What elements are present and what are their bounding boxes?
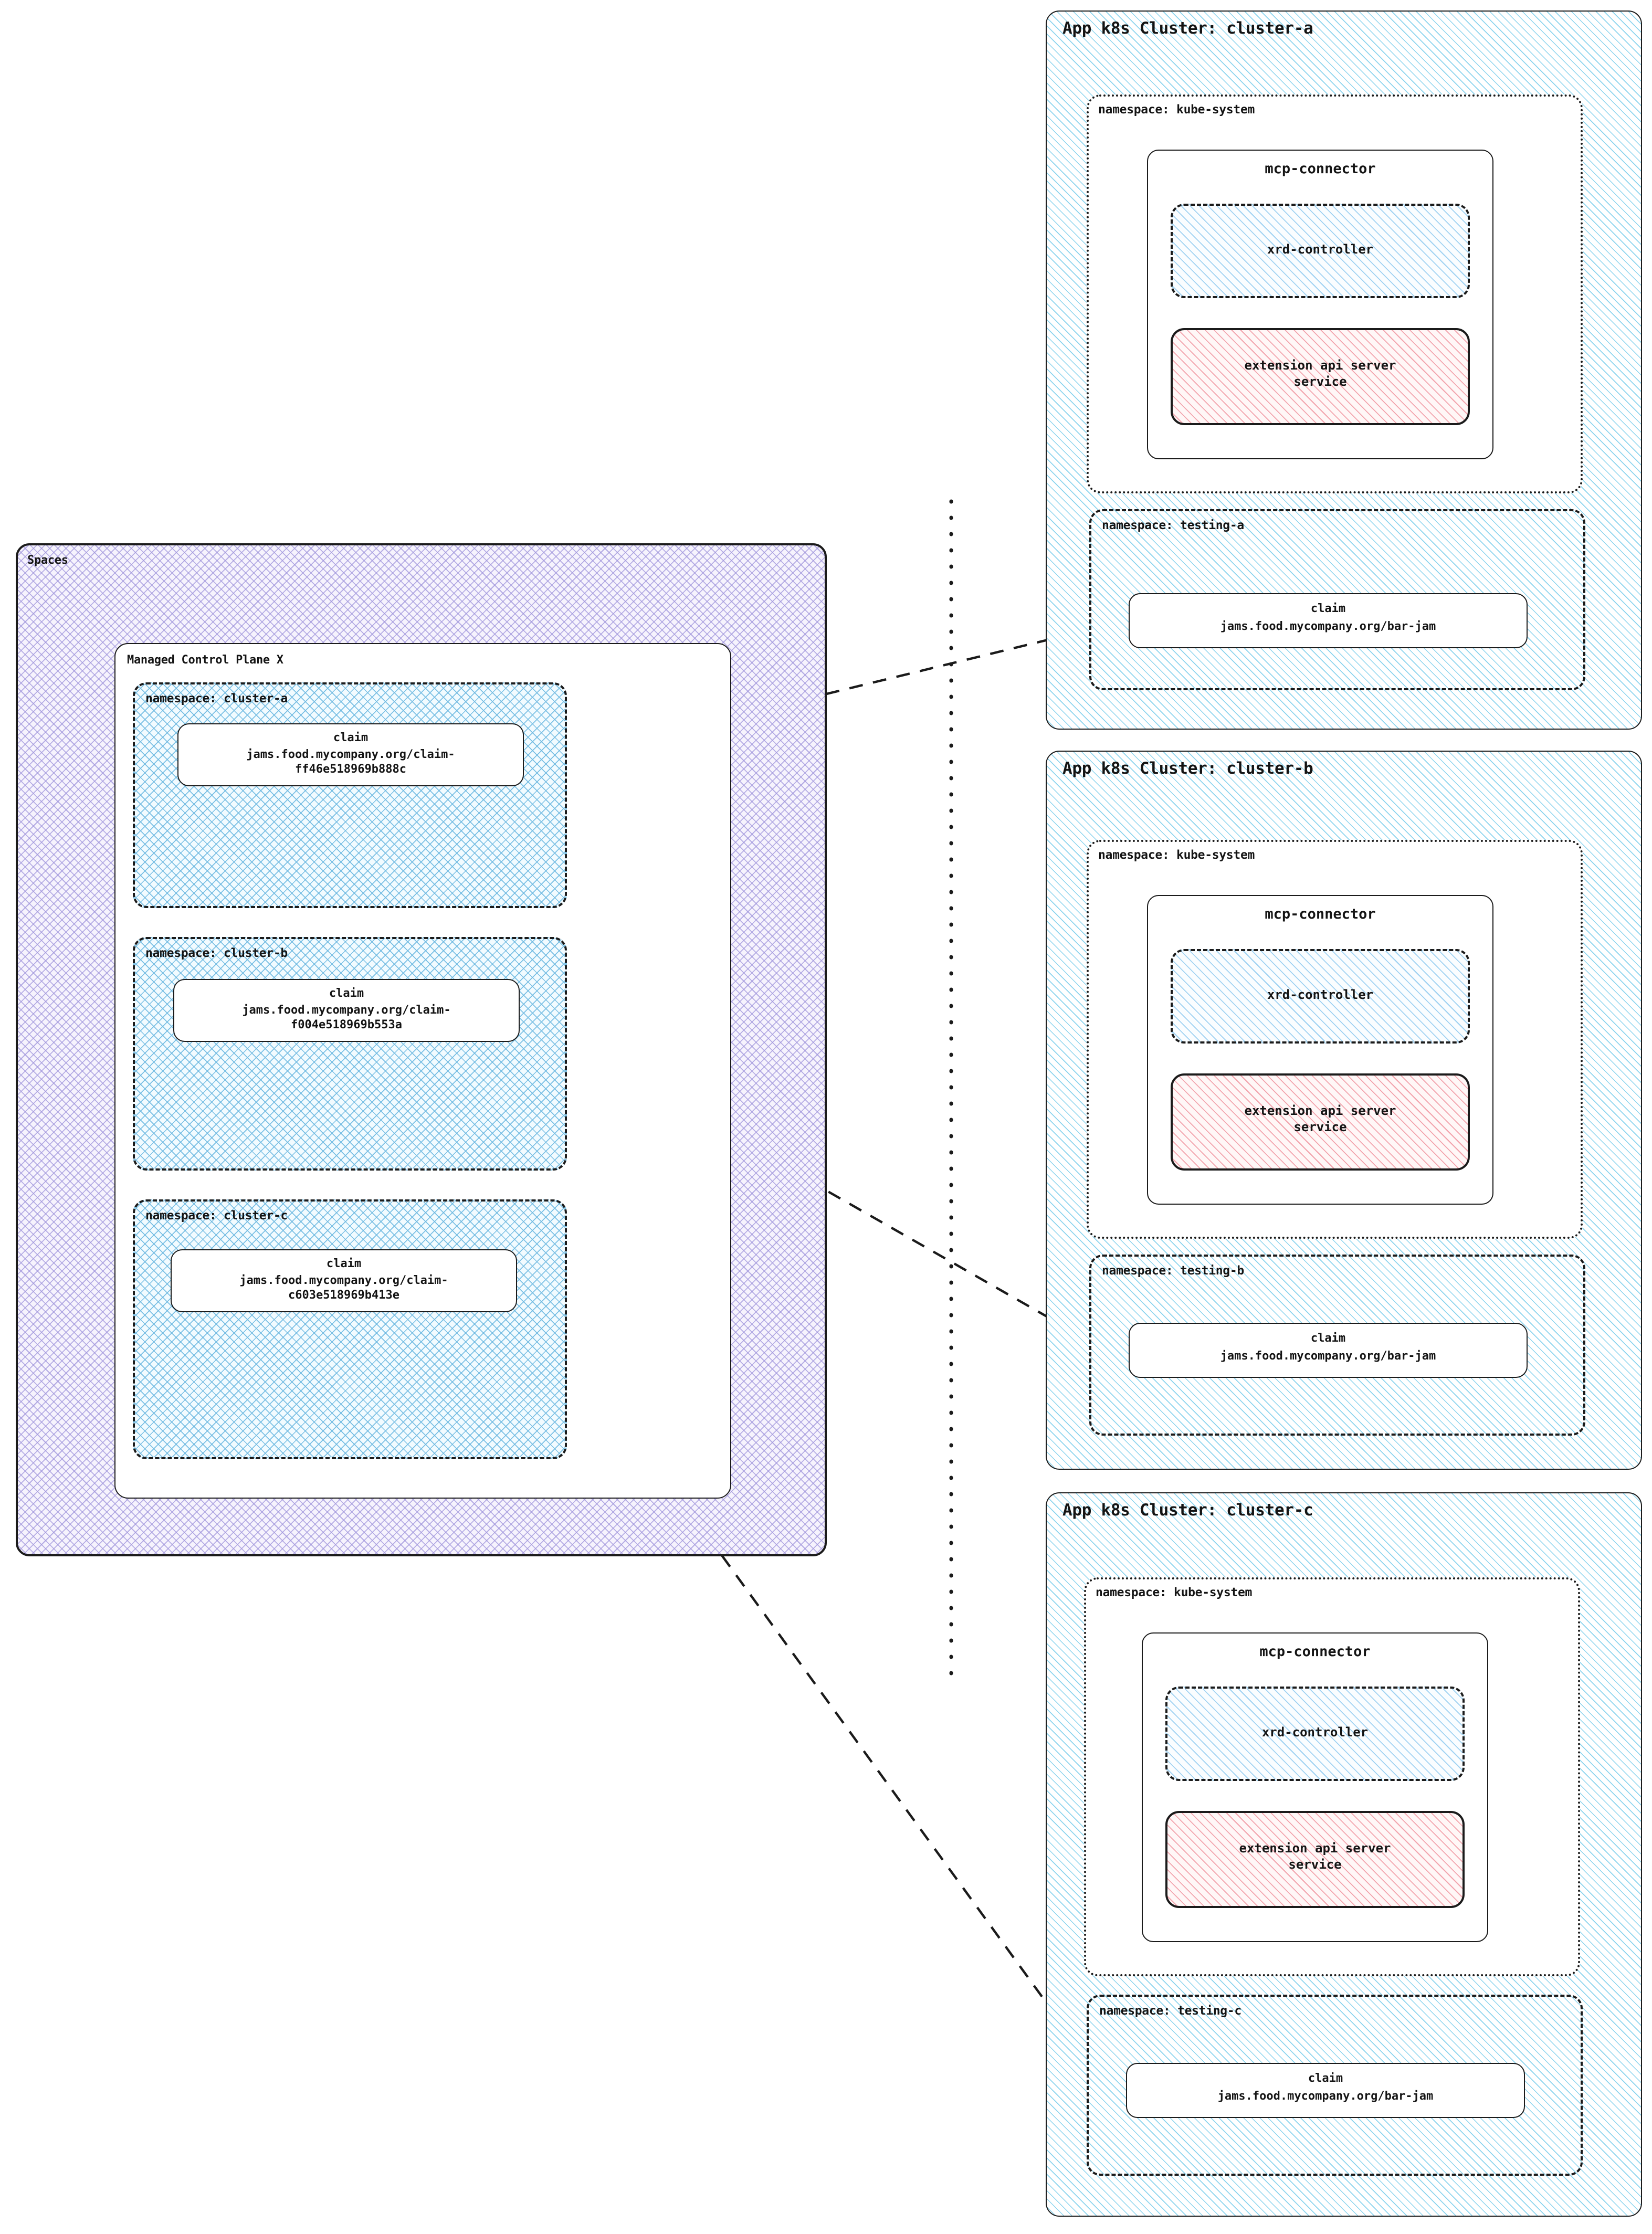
app-cluster-c-title: App k8s Cluster: cluster-c	[1062, 1501, 1313, 1520]
claim-cluster-a[interactable]: claim jams.food.mycompany.org/claim- ff4…	[177, 723, 524, 786]
cluster-a-testing-namespace-label: namespace: testing-a	[1102, 519, 1244, 532]
cluster-b-xrd-controller[interactable]: xrd-controller	[1171, 949, 1470, 1044]
cluster-b-testing-claim[interactable]: claim jams.food.mycompany.org/bar-jam	[1129, 1323, 1528, 1378]
cluster-c-testing-claim-ref: jams.food.mycompany.org/bar-jam	[1217, 2090, 1434, 2103]
cluster-b-mcp-connector-label: mcp-connector	[1265, 906, 1376, 922]
claim-cluster-a-kind: claim	[333, 731, 369, 744]
cluster-a-xrd-controller-label: xrd-controller	[1267, 242, 1374, 257]
claim-cluster-c-ref: jams.food.mycompany.org/claim- c603e5189…	[239, 1274, 448, 1302]
cluster-b-kube-system-label: namespace: kube-system	[1098, 848, 1255, 862]
cluster-b-extension-api-server-label: extension api server service	[1244, 1103, 1396, 1134]
cluster-c-testing-namespace-label: namespace: testing-c	[1099, 2004, 1241, 2018]
cluster-c-extension-api-server[interactable]: extension api server service	[1165, 1811, 1465, 1908]
claim-cluster-b-kind: claim	[329, 987, 364, 1000]
cluster-c-xrd-controller[interactable]: xrd-controller	[1165, 1687, 1465, 1781]
spaces-label: Spaces	[27, 554, 68, 567]
control-plane-label: Managed Control Plane X	[127, 654, 283, 667]
cluster-c-testing-claim[interactable]: claim jams.food.mycompany.org/bar-jam	[1126, 2063, 1525, 2118]
namespace-cluster-b-label: namespace: cluster-b	[145, 946, 288, 960]
namespace-cluster-c[interactable]: namespace: cluster-c	[133, 1199, 567, 1459]
app-cluster-b-title: App k8s Cluster: cluster-b	[1062, 759, 1313, 778]
cluster-b-testing-namespace-label: namespace: testing-b	[1102, 1264, 1244, 1278]
cluster-a-testing-claim[interactable]: claim jams.food.mycompany.org/bar-jam	[1129, 593, 1528, 648]
claim-cluster-a-ref: jams.food.mycompany.org/claim- ff46e5189…	[246, 748, 455, 776]
cluster-c-testing-claim-kind: claim	[1308, 2072, 1343, 2085]
cluster-a-xrd-controller[interactable]: xrd-controller	[1171, 204, 1470, 298]
namespace-cluster-c-label: namespace: cluster-c	[145, 1209, 288, 1223]
cluster-a-testing-claim-kind: claim	[1310, 602, 1346, 615]
app-cluster-a-title: App k8s Cluster: cluster-a	[1062, 19, 1313, 38]
cluster-b-testing-claim-ref: jams.food.mycompany.org/bar-jam	[1220, 1350, 1436, 1363]
namespace-cluster-b[interactable]: namespace: cluster-b	[133, 937, 567, 1171]
claim-cluster-b-ref: jams.food.mycompany.org/claim- f004e5189…	[242, 1004, 451, 1032]
cluster-b-testing-claim-kind: claim	[1310, 1332, 1346, 1345]
cluster-c-xrd-controller-label: xrd-controller	[1261, 1725, 1369, 1740]
cluster-a-extension-api-server[interactable]: extension api server service	[1171, 328, 1470, 425]
cluster-b-extension-api-server[interactable]: extension api server service	[1171, 1073, 1470, 1171]
claim-cluster-b[interactable]: claim jams.food.mycompany.org/claim- f00…	[173, 979, 520, 1042]
namespace-cluster-a-label: namespace: cluster-a	[145, 692, 288, 705]
cluster-a-extension-api-server-label: extension api server service	[1244, 358, 1396, 389]
cluster-c-kube-system-label: namespace: kube-system	[1096, 1586, 1253, 1599]
cluster-b-xrd-controller-label: xrd-controller	[1267, 987, 1374, 1002]
cluster-a-testing-claim-ref: jams.food.mycompany.org/bar-jam	[1220, 620, 1436, 633]
claim-cluster-c-kind: claim	[326, 1257, 362, 1270]
claim-cluster-c[interactable]: claim jams.food.mycompany.org/claim- c60…	[171, 1249, 517, 1312]
cluster-c-testing-namespace[interactable]: namespace: testing-c	[1087, 1995, 1583, 2176]
cluster-a-mcp-connector-label: mcp-connector	[1265, 161, 1376, 177]
cluster-c-mcp-connector-label: mcp-connector	[1259, 1643, 1371, 1660]
cluster-a-kube-system-label: namespace: kube-system	[1098, 103, 1255, 117]
namespace-cluster-a[interactable]: namespace: cluster-a	[133, 682, 567, 908]
cluster-b-testing-namespace[interactable]: namespace: testing-b	[1089, 1255, 1585, 1436]
cluster-a-testing-namespace[interactable]: namespace: testing-a	[1089, 509, 1585, 690]
cluster-c-extension-api-server-label: extension api server service	[1239, 1841, 1391, 1872]
